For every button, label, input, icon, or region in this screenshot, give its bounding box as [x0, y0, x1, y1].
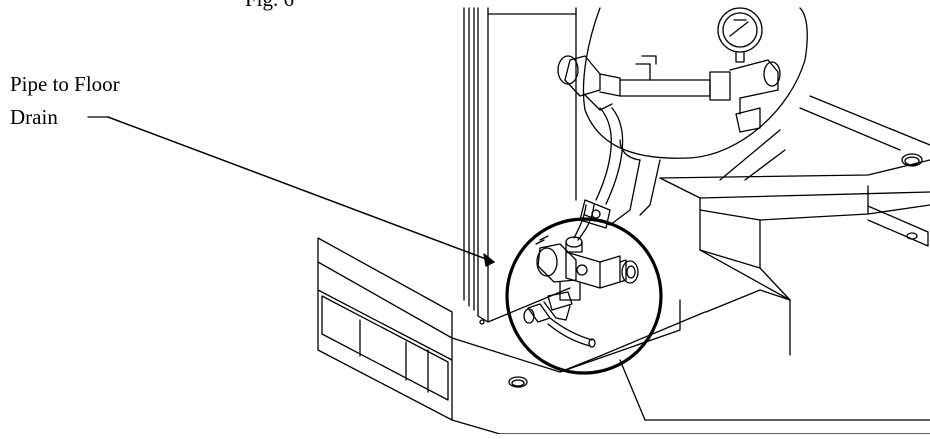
base-platform — [317, 237, 930, 435]
pressure-gauge — [717, 7, 763, 63]
expansion-tank — [582, 7, 808, 161]
callout-label-line1: Pipe to Floor — [10, 72, 120, 96]
solenoid-valve-assembly — [523, 204, 639, 348]
highlight-circle — [505, 217, 663, 375]
callout-label-line2: Drain — [10, 105, 58, 129]
cabinet-panel — [463, 7, 577, 325]
right-bracket — [659, 95, 930, 301]
upper-pipe-assembly — [557, 55, 781, 229]
callout-leader — [87, 116, 495, 267]
figure-caption: Fig. 6 — [245, 0, 294, 12]
